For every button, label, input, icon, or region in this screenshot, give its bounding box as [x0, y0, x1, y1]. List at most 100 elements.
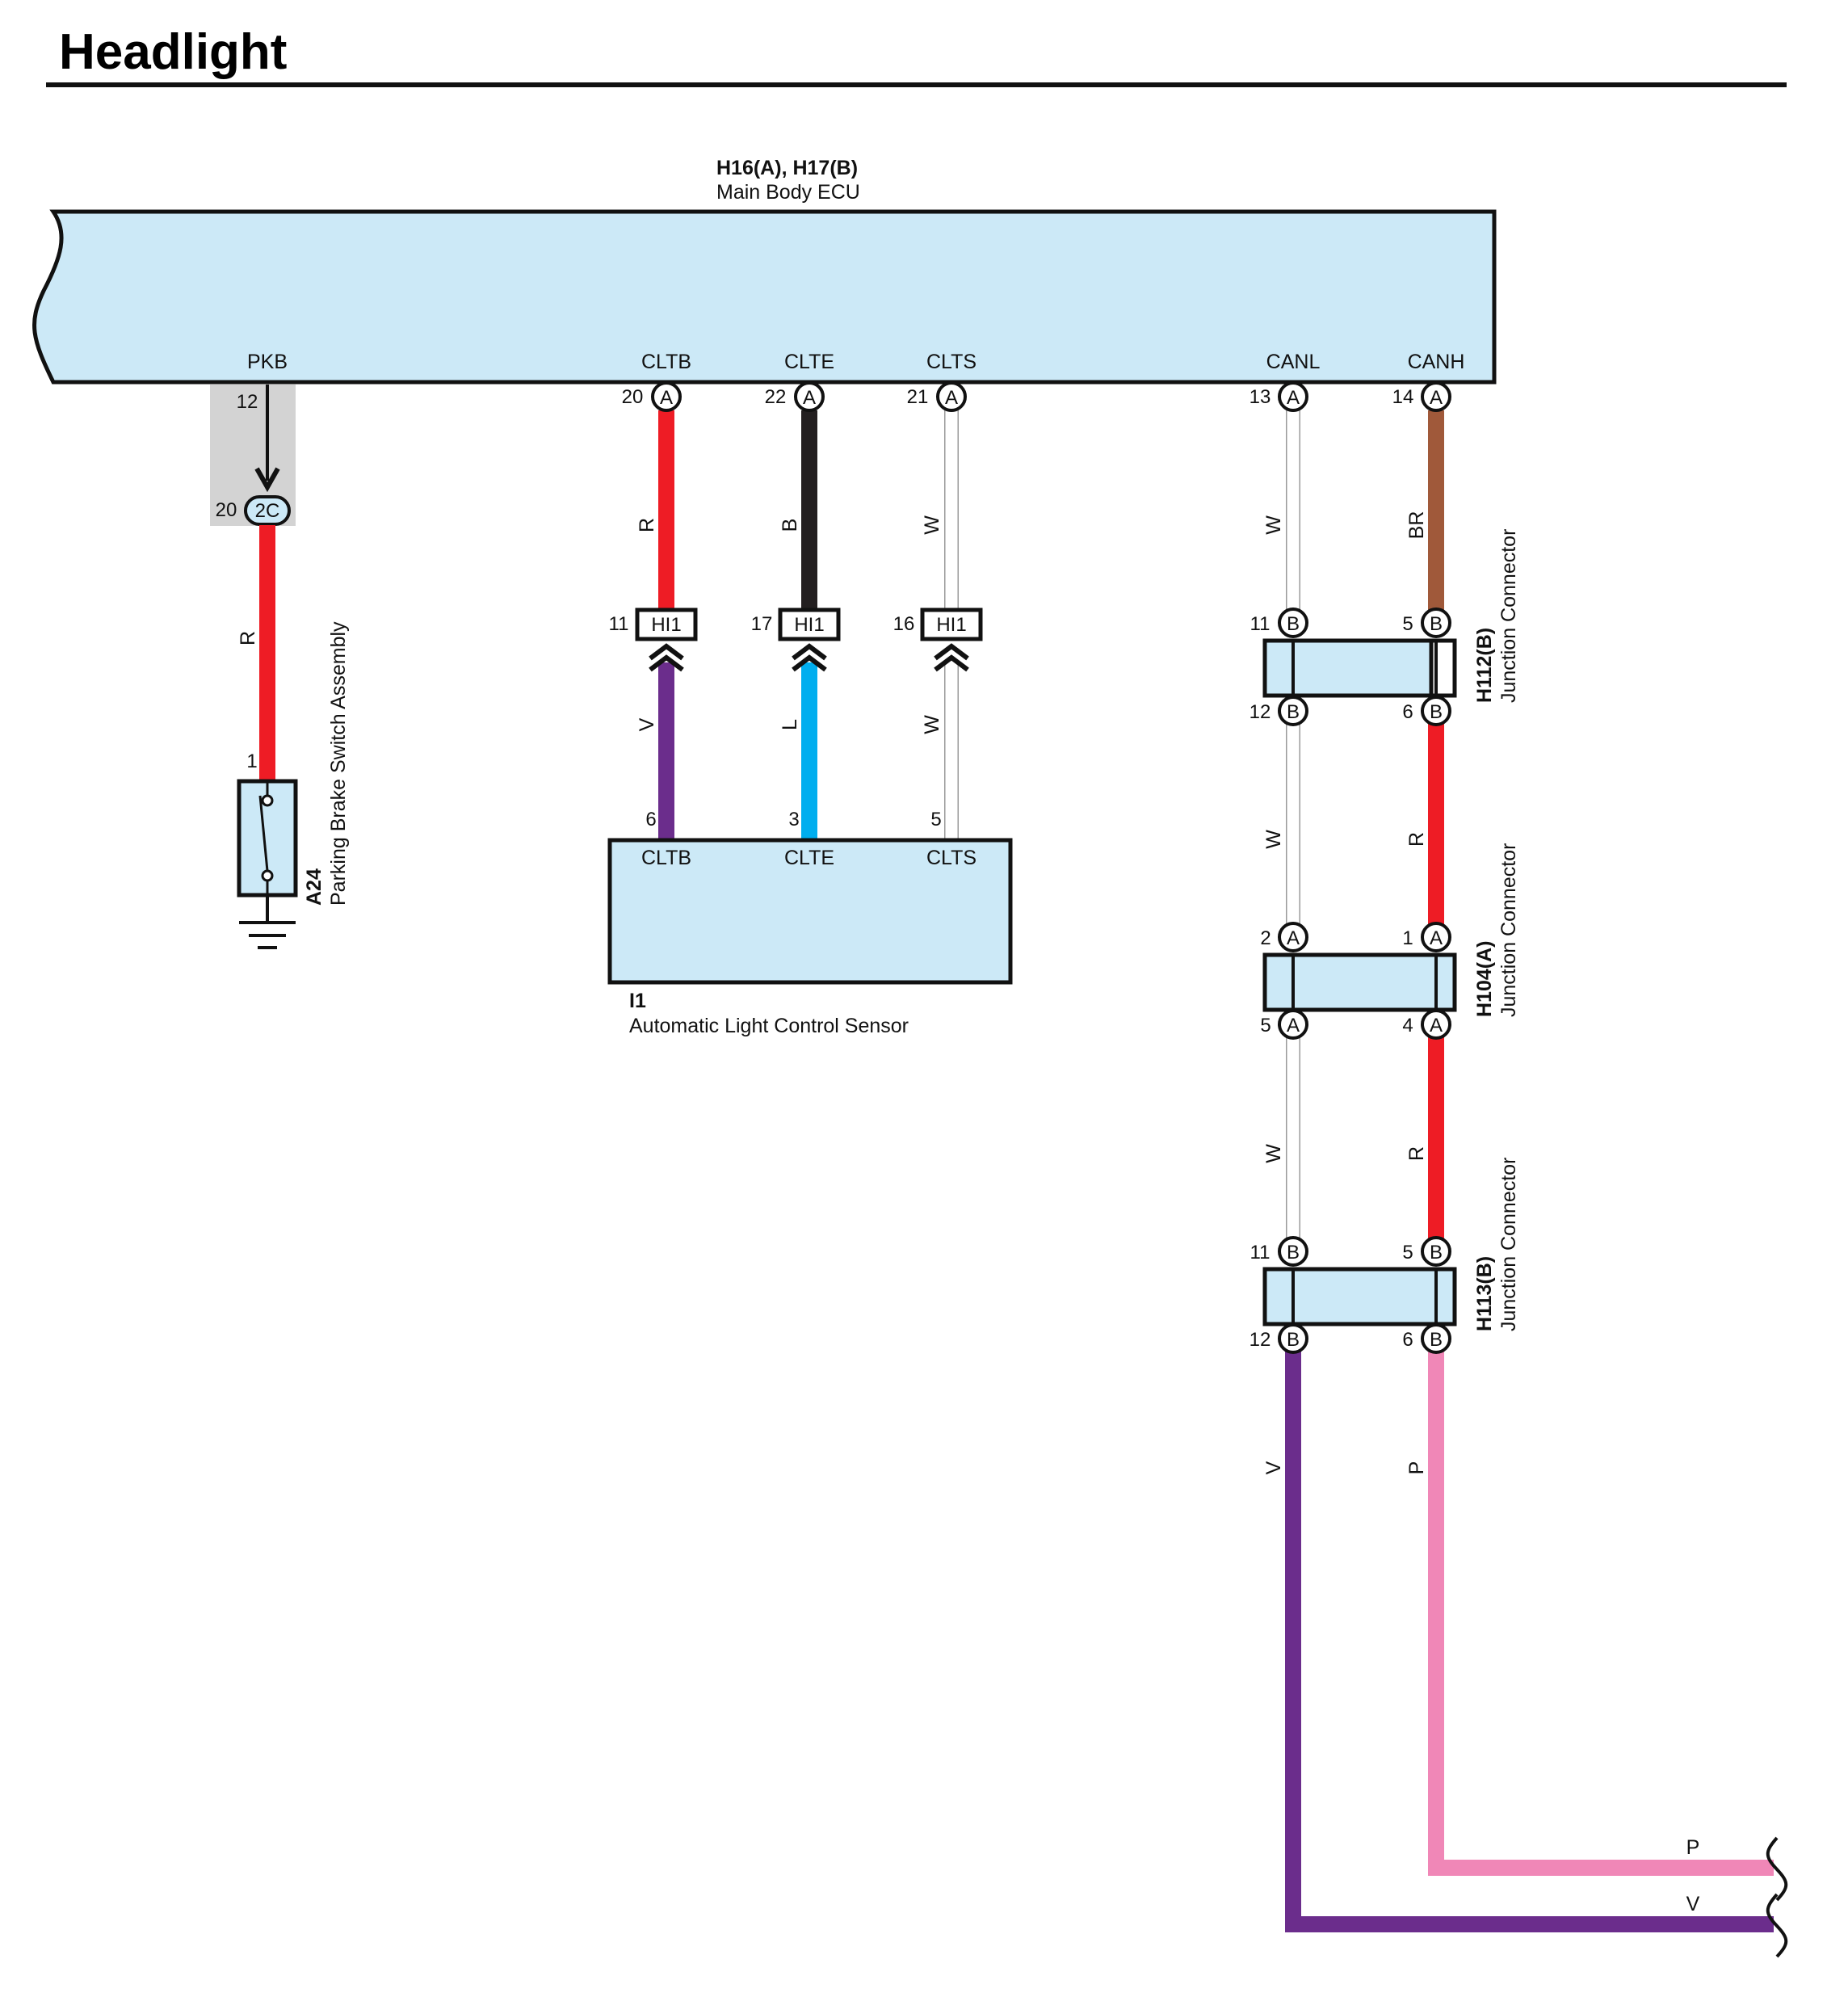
inline-connector-clts	[920, 608, 983, 641]
ecu-pin-clts-circle	[936, 381, 967, 412]
ecu-pin-cltb-circle	[651, 381, 682, 412]
h104-pin-top-left	[1278, 922, 1308, 952]
automatic-light-control-sensor-box	[607, 838, 1013, 985]
h104-pin-top-right-letter: A	[1430, 927, 1443, 949]
ecu-terminal-cltb: CLTB	[641, 351, 691, 373]
h104-pin-bottom-right	[1421, 1009, 1451, 1040]
h113-pin-bottom-right	[1421, 1323, 1451, 1354]
h113-pin-bottom-left-num: 12	[1250, 1329, 1271, 1351]
h112-pin-bottom-right-num: 6	[1402, 701, 1413, 723]
wire-canl-1-color: W	[1262, 515, 1285, 535]
main-ecu-name: Main Body ECU	[716, 181, 860, 204]
wire-cltb-upper-color: R	[636, 518, 658, 532]
ecu-pin-cltb-letter: A	[660, 387, 673, 409]
wire-canh-4-color: P	[1405, 1461, 1428, 1475]
h112-code: H112(B)	[1473, 628, 1496, 703]
h112-pin-top-right	[1421, 608, 1451, 638]
inline-connector-clte-code: HI1	[794, 614, 824, 636]
sensor-code: I1	[629, 990, 646, 1012]
h112-pin-top-left-num: 11	[1250, 613, 1270, 635]
h112-pin-top-right-letter: B	[1430, 613, 1443, 635]
junction-connector-h112	[1262, 638, 1457, 698]
ecu-terminal-canh: CANH	[1408, 351, 1465, 373]
h113-pin-bottom-left	[1278, 1323, 1308, 1354]
wire-break-mark-bottom	[1766, 1893, 1788, 1958]
sensor-terminal-clts: CLTS	[926, 847, 976, 869]
wire-clte-lower-color: L	[779, 719, 801, 730]
inline-chevron-cltb	[649, 643, 684, 672]
ecu-pin-clts: 21	[907, 386, 929, 408]
h113-code: H113(B)	[1473, 1256, 1496, 1331]
inline-connector-clts-code: HI1	[936, 614, 966, 636]
h104-pin-top-left-num: 2	[1260, 927, 1270, 949]
inline-connector-clte	[778, 608, 841, 641]
page-title: Headlight	[59, 24, 287, 80]
inline-connector-cltb	[635, 608, 698, 641]
h104-pin-bottom-left-num: 5	[1260, 1015, 1270, 1036]
h104-pin-top-left-letter: A	[1287, 927, 1300, 949]
junction-connector-h104	[1262, 952, 1457, 1012]
inline-connector-cltb-code: HI1	[651, 614, 681, 636]
ecu-pin-cltb: 20	[622, 386, 644, 408]
inline-chevron-clte	[792, 643, 827, 672]
pkb-arrow-head	[254, 467, 280, 493]
h112-pin-bottom-left-num: 12	[1250, 701, 1271, 723]
ecu-pin-canh-circle	[1421, 381, 1451, 412]
wire-break-mark-top	[1766, 1836, 1788, 1902]
wire-cltb-lower-color: V	[636, 717, 658, 731]
h112-pin-top-left	[1278, 608, 1308, 638]
wire-canh-1-color: BR	[1405, 511, 1428, 540]
exit-label-v: V	[1686, 1893, 1700, 1915]
pkb-pin-top: 12	[237, 391, 258, 413]
sensor-pin-clte: 3	[788, 809, 799, 830]
h112-pin-bottom-left	[1278, 696, 1308, 726]
wire-canl-2-color: W	[1262, 830, 1285, 849]
h112-pin-bottom-right-letter: B	[1430, 701, 1443, 723]
ecu-terminal-pkb: PKB	[247, 351, 288, 373]
ecu-pin-canh: 14	[1392, 386, 1414, 408]
ecu-pin-clts-letter: A	[945, 387, 958, 409]
switch-code: A24	[303, 868, 326, 906]
h112-name: Junction Connector	[1497, 529, 1520, 703]
inline-pin-cltb: 11	[609, 613, 629, 635]
sensor-pin-clts: 5	[930, 809, 941, 830]
inline-pin-clts: 16	[893, 613, 915, 635]
junction-connector-h113	[1262, 1267, 1457, 1326]
switch-pin: 1	[246, 750, 257, 772]
switch-contact-bottom	[261, 869, 274, 882]
sensor-pin-cltb: 6	[645, 809, 656, 830]
wire-canl-3-color: W	[1262, 1144, 1285, 1163]
ecu-pin-clte-circle	[794, 381, 825, 412]
h112-pin-bottom-right	[1421, 696, 1451, 726]
ecu-terminal-clte: CLTE	[784, 351, 834, 373]
wire-clts-lower-color: W	[921, 715, 943, 734]
wire-clte-upper-color: B	[779, 519, 801, 532]
ecu-pin-canl-letter: A	[1287, 387, 1300, 409]
h113-pin-top-right-num: 5	[1402, 1242, 1413, 1263]
h113-pin-top-right-letter: B	[1430, 1242, 1443, 1263]
h104-pin-bottom-left-letter: A	[1287, 1015, 1300, 1036]
exit-label-p: P	[1686, 1836, 1700, 1859]
h104-pin-bottom-left	[1278, 1009, 1308, 1040]
h104-code: H104(A)	[1473, 941, 1496, 1017]
sensor-terminal-clte: CLTE	[784, 847, 834, 869]
h113-pin-bottom-left-letter: B	[1287, 1329, 1300, 1351]
h113-pin-top-left	[1278, 1236, 1308, 1267]
ecu-pin-clte-letter: A	[803, 387, 816, 409]
h112-pin-bottom-left-letter: B	[1287, 701, 1300, 723]
pkb-wire-color: R	[237, 631, 259, 645]
wire-clts-upper-color: W	[921, 515, 943, 535]
h112-pin-top-right-num: 5	[1402, 613, 1413, 635]
pkb-connector-code: 2C	[255, 500, 280, 522]
wire-canl-violet-exit	[1285, 1351, 1774, 1932]
h113-pin-top-right	[1421, 1236, 1451, 1267]
switch-blade	[258, 795, 269, 872]
h113-name: Junction Connector	[1497, 1158, 1520, 1331]
sensor-terminal-cltb: CLTB	[641, 847, 691, 869]
inline-chevron-clts	[934, 643, 969, 672]
h104-pin-bottom-right-num: 4	[1402, 1015, 1413, 1036]
h104-name: Junction Connector	[1497, 843, 1520, 1017]
h113-pin-bottom-right-num: 6	[1402, 1329, 1413, 1351]
h113-pin-bottom-right-letter: B	[1430, 1329, 1443, 1351]
